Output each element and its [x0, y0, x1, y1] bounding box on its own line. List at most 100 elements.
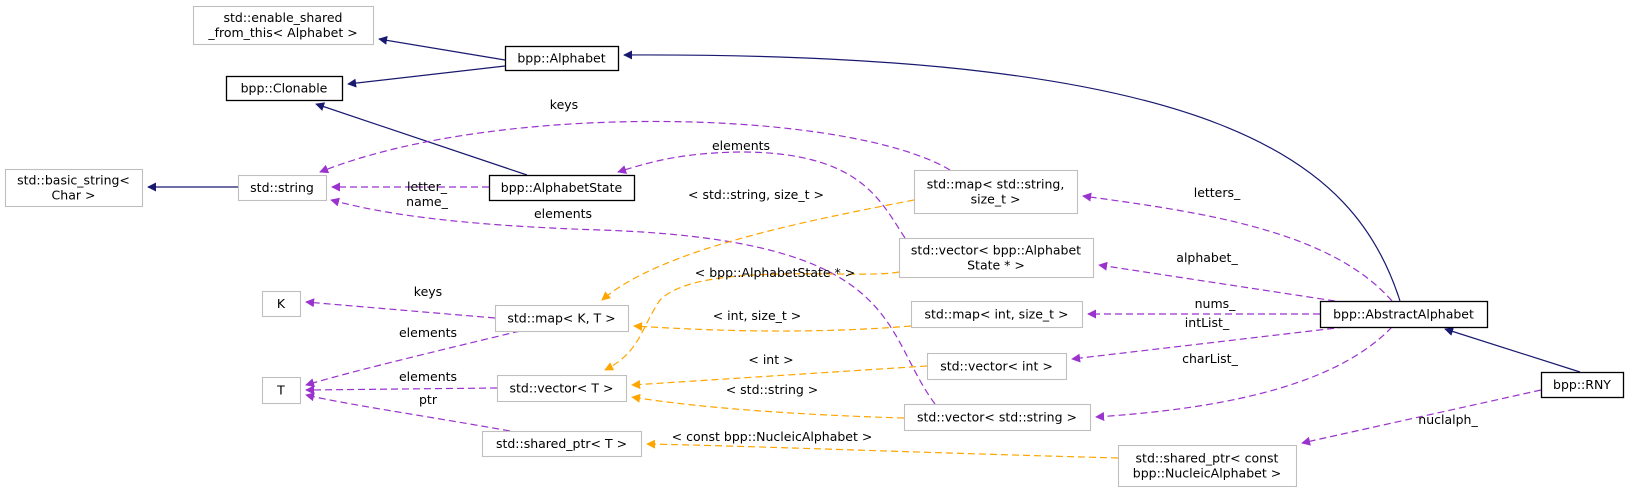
edge-label-line: elements — [399, 369, 457, 384]
node-label: std::vector< bpp::Alphabet — [911, 243, 1081, 258]
edge-label-line: charList_ — [1182, 351, 1238, 366]
edge-label-line: nums_ — [1195, 296, 1237, 311]
edge-label-line: elements — [534, 206, 592, 221]
edge-label: < const bpp::NucleicAlphabet > — [672, 429, 873, 444]
node-label: T — [276, 383, 285, 398]
nodes-layer: std::enable_shared_from_this< Alphabet >… — [4, 5, 1625, 488]
node-label: bpp::Clonable — [241, 81, 328, 96]
edge-label-line: < bpp::AlphabetState * > — [695, 265, 856, 280]
edge-label: < std::string, size_t > — [688, 187, 824, 202]
node-box — [494, 304, 630, 333]
node-box — [481, 430, 643, 458]
node-label: bpp::AbstractAlphabet — [1333, 307, 1474, 322]
edge-label: < int, size_t > — [713, 308, 802, 323]
node-label: std::map< K, T > — [507, 311, 615, 326]
node-label: std::vector< T > — [510, 381, 614, 396]
node-label: std::map< int, size_t > — [924, 307, 1068, 322]
node-map-int: std::map< int, size_t > — [910, 300, 1084, 329]
node-box — [225, 75, 344, 102]
edge-label-line: intList_ — [1185, 315, 1230, 330]
node-label: std::enable_shared — [224, 10, 343, 25]
edge-label-line: < std::string, size_t > — [688, 187, 824, 202]
edge-label: elements — [712, 138, 770, 153]
edge-abstract_alphabet-to-vec_state-usage — [1098, 261, 1336, 302]
node-box — [261, 290, 302, 318]
edge-label-line: < const bpp::NucleicAlphabet > — [672, 429, 873, 444]
node-vec-string: std::vector< std::string > — [903, 403, 1092, 432]
node-enable-shared: std::enable_shared_from_this< Alphabet > — [192, 5, 375, 46]
node-abstract-alphabet[interactable]: bpp::AbstractAlphabet — [1319, 300, 1489, 329]
edge-shared_nuc-to-shared_t-template — [646, 439, 1119, 459]
node-alphabet[interactable]: bpp::Alphabet — [504, 45, 620, 72]
node-std-string: std::string — [237, 174, 328, 202]
node-box — [898, 237, 1095, 279]
edge-vec_t-to-t-usage — [305, 385, 498, 395]
edge-map_str-to-map_kt-template — [601, 199, 915, 301]
node-label: std::basic_string< — [17, 173, 130, 188]
edge-abstract_alphabet-to-vec_int-usage — [1071, 326, 1346, 363]
node-map-kt: std::map< K, T > — [494, 304, 630, 333]
edge-abstract_alphabet-to-alphabet-inheritance — [623, 50, 1401, 302]
edge-label-line: nuclalph_ — [1418, 412, 1478, 427]
edge-label-line: ptr — [419, 392, 438, 407]
node-label: bpp::AlphabetState — [501, 180, 623, 195]
edge-map_str-to-std_string-usage — [319, 120, 951, 174]
node-label: K — [277, 296, 286, 311]
node-label: _from_this< Alphabet > — [207, 25, 357, 40]
node-label: Char > — [52, 188, 96, 203]
node-basic-string: std::basic_string<Char > — [4, 168, 144, 208]
edge-label-line: alphabet_ — [1176, 250, 1238, 265]
edge-label-line: keys — [414, 284, 442, 299]
node-box — [1540, 371, 1625, 399]
node-label: bpp::Alphabet — [517, 51, 605, 66]
node-box — [192, 5, 375, 46]
node-clonable[interactable]: bpp::Clonable — [225, 75, 344, 102]
node-box — [910, 300, 1084, 329]
edge-label-line: < std::string > — [726, 382, 819, 397]
edge-label: ptr — [419, 392, 438, 407]
edge-map_int-to-map_kt-template — [633, 321, 912, 332]
node-label: std::string — [250, 180, 314, 195]
edge-map_kt-to-k-usage — [305, 298, 496, 319]
edge-label: elements — [534, 206, 592, 221]
edge-map_kt-to-t-usage — [305, 330, 521, 388]
node-alphabet-state[interactable]: bpp::AlphabetState — [488, 174, 636, 202]
node-label: std::vector< int > — [940, 359, 1053, 374]
edge-label-line: name_ — [406, 194, 448, 209]
edge-vec_string-to-std_string-usage — [330, 197, 936, 405]
node-shared-t: std::shared_ptr< T > — [481, 430, 643, 458]
node-label: std::shared_ptr< T > — [496, 436, 627, 451]
edge-label: alphabet_ — [1176, 250, 1238, 265]
edge-label: nums_ — [1195, 296, 1237, 311]
edge-alphabet_state-to-clonable-inheritance — [315, 102, 528, 176]
node-box — [488, 174, 636, 202]
edge-alphabet-to-enable_shared-inheritance — [378, 35, 506, 61]
edge-label: elements — [399, 325, 457, 340]
edge-vec_state-to-vec_t-template — [604, 271, 900, 371]
edge-label-line: keys — [550, 97, 578, 112]
node-label: bpp::NucleicAlphabet > — [1133, 466, 1281, 481]
edge-label-line: letters_ — [1194, 185, 1241, 200]
edge-rny-to-abstract_alphabet-inheritance — [1444, 327, 1581, 373]
node-box — [1319, 300, 1489, 329]
node-k: K — [261, 290, 302, 318]
node-box — [913, 169, 1079, 215]
node-t: T — [261, 376, 302, 405]
edge-label: keys — [414, 284, 442, 299]
edge-shared_t-to-t-usage — [305, 392, 511, 432]
edge-label-line: elements — [712, 138, 770, 153]
edge-alphabet-to-clonable-inheritance — [347, 65, 506, 88]
edge-abstract_alphabet-to-vec_string-usage — [1095, 326, 1393, 421]
node-label: size_t > — [971, 192, 1021, 207]
node-box — [903, 403, 1092, 432]
node-rny[interactable]: bpp::RNY — [1540, 371, 1625, 399]
node-vec-state: std::vector< bpp::AlphabetState * > — [898, 237, 1095, 279]
edge-vec_string-to-vec_t-template — [631, 393, 905, 419]
edge-vec_int-to-vec_t-template — [631, 365, 928, 389]
edge-label-line: elements — [399, 325, 457, 340]
node-shared-nuc: std::shared_ptr< constbpp::NucleicAlphab… — [1117, 444, 1298, 488]
node-box — [926, 352, 1068, 381]
edge-label: letters_ — [1194, 185, 1241, 200]
node-vec-int: std::vector< int > — [926, 352, 1068, 381]
